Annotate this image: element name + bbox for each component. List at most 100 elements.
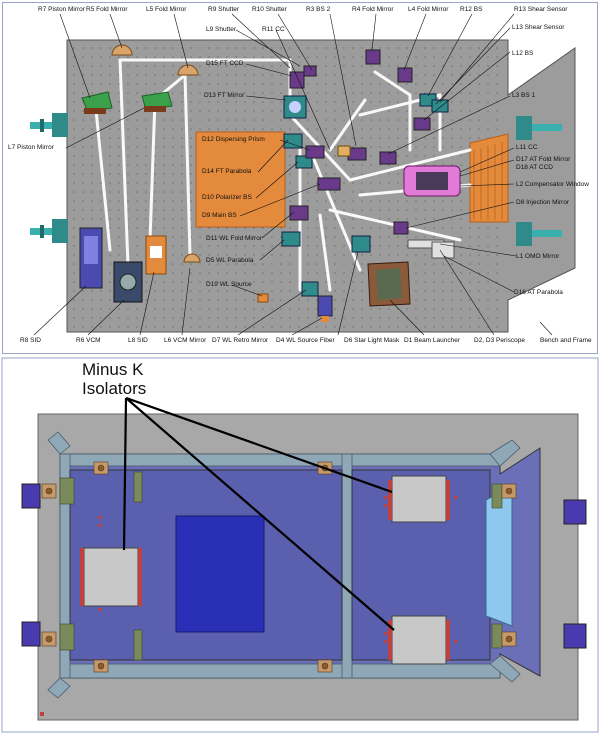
bench-hole: [460, 209, 462, 211]
bench-hole: [433, 137, 435, 139]
bench-hole: [73, 254, 75, 256]
bench-hole: [406, 128, 408, 130]
bench-hole: [73, 128, 75, 130]
bench-hole: [244, 308, 246, 310]
bench-hole: [460, 110, 462, 112]
bench-hole: [388, 47, 390, 49]
bench-hole: [469, 317, 471, 319]
bench-hole: [370, 164, 372, 166]
bench-hole: [280, 56, 282, 58]
bench-hole: [442, 200, 444, 202]
bench-hole: [91, 308, 93, 310]
bench-hole: [280, 245, 282, 247]
bench-hole: [217, 65, 219, 67]
bench-hole: [199, 128, 201, 130]
bench-hole: [136, 119, 138, 121]
bench-hole: [415, 47, 417, 49]
d9-main-bs-part: [317, 177, 341, 191]
bench-hole: [433, 290, 435, 292]
bench-hole: [469, 47, 471, 49]
bench-hole: [145, 137, 147, 139]
bench-hole: [298, 299, 300, 301]
bench-hole: [343, 65, 345, 67]
bench-hole: [217, 308, 219, 310]
bench-hole: [244, 299, 246, 301]
bench-hole: [253, 56, 255, 58]
bench-hole: [352, 137, 354, 139]
bench-hole: [343, 263, 345, 265]
bench-hole: [235, 83, 237, 85]
bench-hole: [262, 254, 264, 256]
bench-hole: [244, 47, 246, 49]
bench-hole: [334, 119, 336, 121]
bench-hole: [262, 56, 264, 58]
bench-hole: [91, 74, 93, 76]
bench-hole: [235, 326, 237, 328]
bench-hole: [280, 74, 282, 76]
bench-hole: [325, 47, 327, 49]
bench-hole: [100, 299, 102, 301]
bench-hole: [100, 326, 102, 328]
bench-hole: [433, 281, 435, 283]
origin-marker: [40, 712, 44, 716]
bench-hole: [181, 317, 183, 319]
bench-hole: [451, 299, 453, 301]
bench-hole: [415, 272, 417, 274]
bench-hole: [388, 200, 390, 202]
bench-hole: [127, 164, 129, 166]
bench-hole: [163, 173, 165, 175]
bench-hole: [442, 128, 444, 130]
bench-hole: [460, 326, 462, 328]
bench-hole: [415, 92, 417, 94]
d5-wl-parabola-part: [281, 231, 301, 247]
r9-shutter-part: [303, 65, 317, 77]
bench-hole: [397, 137, 399, 139]
bench-hole: [307, 83, 309, 85]
bench-hole: [370, 101, 372, 103]
bench-hole: [334, 317, 336, 319]
bench-hole: [460, 272, 462, 274]
bench-hole: [163, 137, 165, 139]
bench-hole: [181, 128, 183, 130]
bench-hole: [361, 137, 363, 139]
bench-hole: [190, 155, 192, 157]
bench-hole: [406, 146, 408, 148]
bench-hole: [181, 47, 183, 49]
bench-hole: [469, 92, 471, 94]
bench-hole: [73, 173, 75, 175]
bench-hole: [190, 272, 192, 274]
bench-hole: [460, 164, 462, 166]
bench-hole: [334, 47, 336, 49]
bench-hole: [496, 290, 498, 292]
d13-ft-mirror-part: [283, 95, 307, 119]
bench-hole: [496, 128, 498, 130]
bench-hole: [478, 308, 480, 310]
bench-hole: [316, 137, 318, 139]
bench-hole: [109, 146, 111, 148]
bench-hole: [244, 101, 246, 103]
bench-hole: [478, 83, 480, 85]
bench-hole: [469, 326, 471, 328]
bench-hole: [145, 119, 147, 121]
label-d17: D17 AT Fold Mirror: [516, 156, 571, 163]
bench-hole: [136, 74, 138, 76]
bench-hole: [235, 290, 237, 292]
bench-hole: [163, 164, 165, 166]
bench-hole: [172, 92, 174, 94]
bench-hole: [496, 236, 498, 238]
label-r8: R8 SID: [20, 337, 41, 344]
bench-hole: [145, 155, 147, 157]
bench-hole: [145, 227, 147, 229]
bench-hole: [190, 101, 192, 103]
bench-hole: [460, 218, 462, 220]
bench-hole: [91, 155, 93, 157]
bench-hole: [244, 128, 246, 130]
label-r7: R7 Piston Mirror: [38, 6, 85, 13]
bench-hole: [217, 245, 219, 247]
bench-hole: [109, 281, 111, 283]
bench-hole: [379, 92, 381, 94]
bench-hole: [496, 65, 498, 67]
left-mount-bottom: [30, 219, 68, 243]
bench-hole: [145, 200, 147, 202]
bench-hole: [208, 101, 210, 103]
